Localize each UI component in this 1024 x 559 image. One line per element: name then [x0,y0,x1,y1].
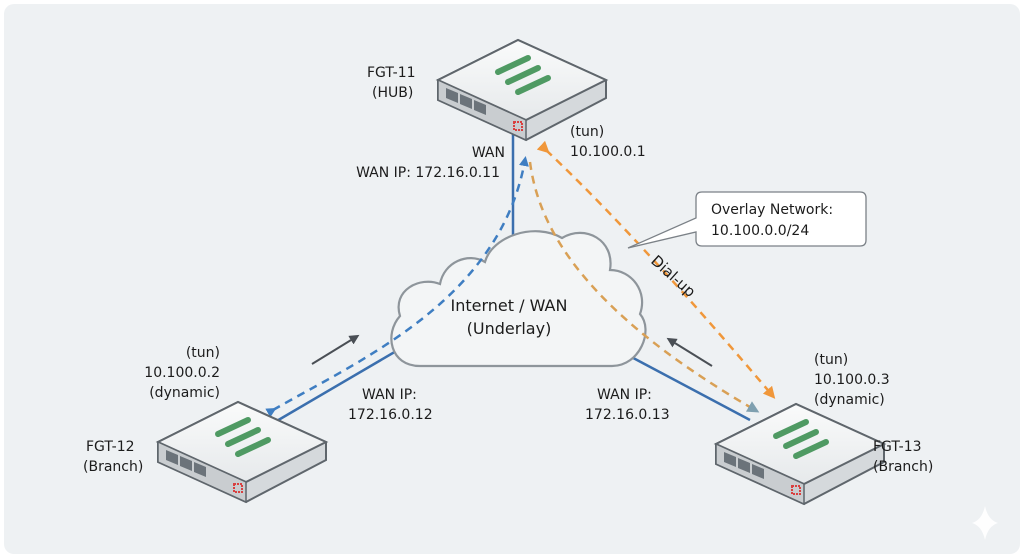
overlay-network-callout: Overlay Network: 10.100.0.0/24 [627,191,867,249]
branch2-name: FGT-13 [873,439,922,455]
fortinet-logo-icon [791,485,801,495]
tunnel-hub-branch2-inner [528,161,760,413]
branch1-tun-ip: 10.100.0.2 [144,365,220,381]
hub-tun-label: (tun) [570,124,604,140]
internet-cloud: Internet / WAN (Underlay) [390,230,647,368]
branch1-name: FGT-12 [86,439,135,455]
branch1-wan-ip: 172.16.0.12 [348,407,433,423]
branch2-wan-ip: 172.16.0.13 [585,407,670,423]
branch2-wan-label: WAN IP: [597,387,652,403]
ethernet-ports-icon [446,88,486,115]
branch2-role: (Branch) [873,459,933,475]
dialup-label: Dial-up [647,252,699,301]
hub-role: (HUB) [372,85,413,101]
hub-wan-label: WAN [472,145,505,161]
branch1-tun-label: (tun) [186,345,220,361]
fortinet-logo-icon [513,121,523,131]
device-fgt-11-hub[interactable] [435,38,609,142]
hub-tun-ip: 10.100.0.1 [570,144,646,160]
fortinet-logo-icon [233,483,243,493]
branch2-tun-mode: (dynamic) [814,392,885,408]
branch2-tun-ip: 10.100.0.3 [814,372,890,388]
led-bars-icon [495,55,551,95]
branch1-tun-mode: (dynamic) [149,385,220,401]
direction-arrow-branch1 [311,334,360,365]
ethernet-ports-icon [166,450,206,477]
device-fgt-12-branch[interactable] [155,400,329,504]
cloud-label-line1: Internet / WAN [451,296,568,315]
hub-name: FGT-11 [367,65,416,81]
sparkle-icon [972,506,998,540]
led-bars-icon [773,419,829,459]
ethernet-ports-icon [724,452,764,479]
led-bars-icon [215,417,271,457]
tunnel-branch1-hub [265,156,529,418]
direction-arrow-branch2 [666,337,713,367]
branch1-role: (Branch) [83,459,143,475]
cloud-label-line2: (Underlay) [467,319,552,338]
device-fgt-13-branch[interactable] [713,402,887,506]
callout-line1: Overlay Network: [711,202,833,218]
branch1-wan-label: WAN IP: [362,387,417,403]
branch2-tun-label: (tun) [814,352,848,368]
callout-line2: 10.100.0.0/24 [711,223,809,239]
hub-wan-ip: WAN IP: 172.16.0.11 [356,165,500,181]
